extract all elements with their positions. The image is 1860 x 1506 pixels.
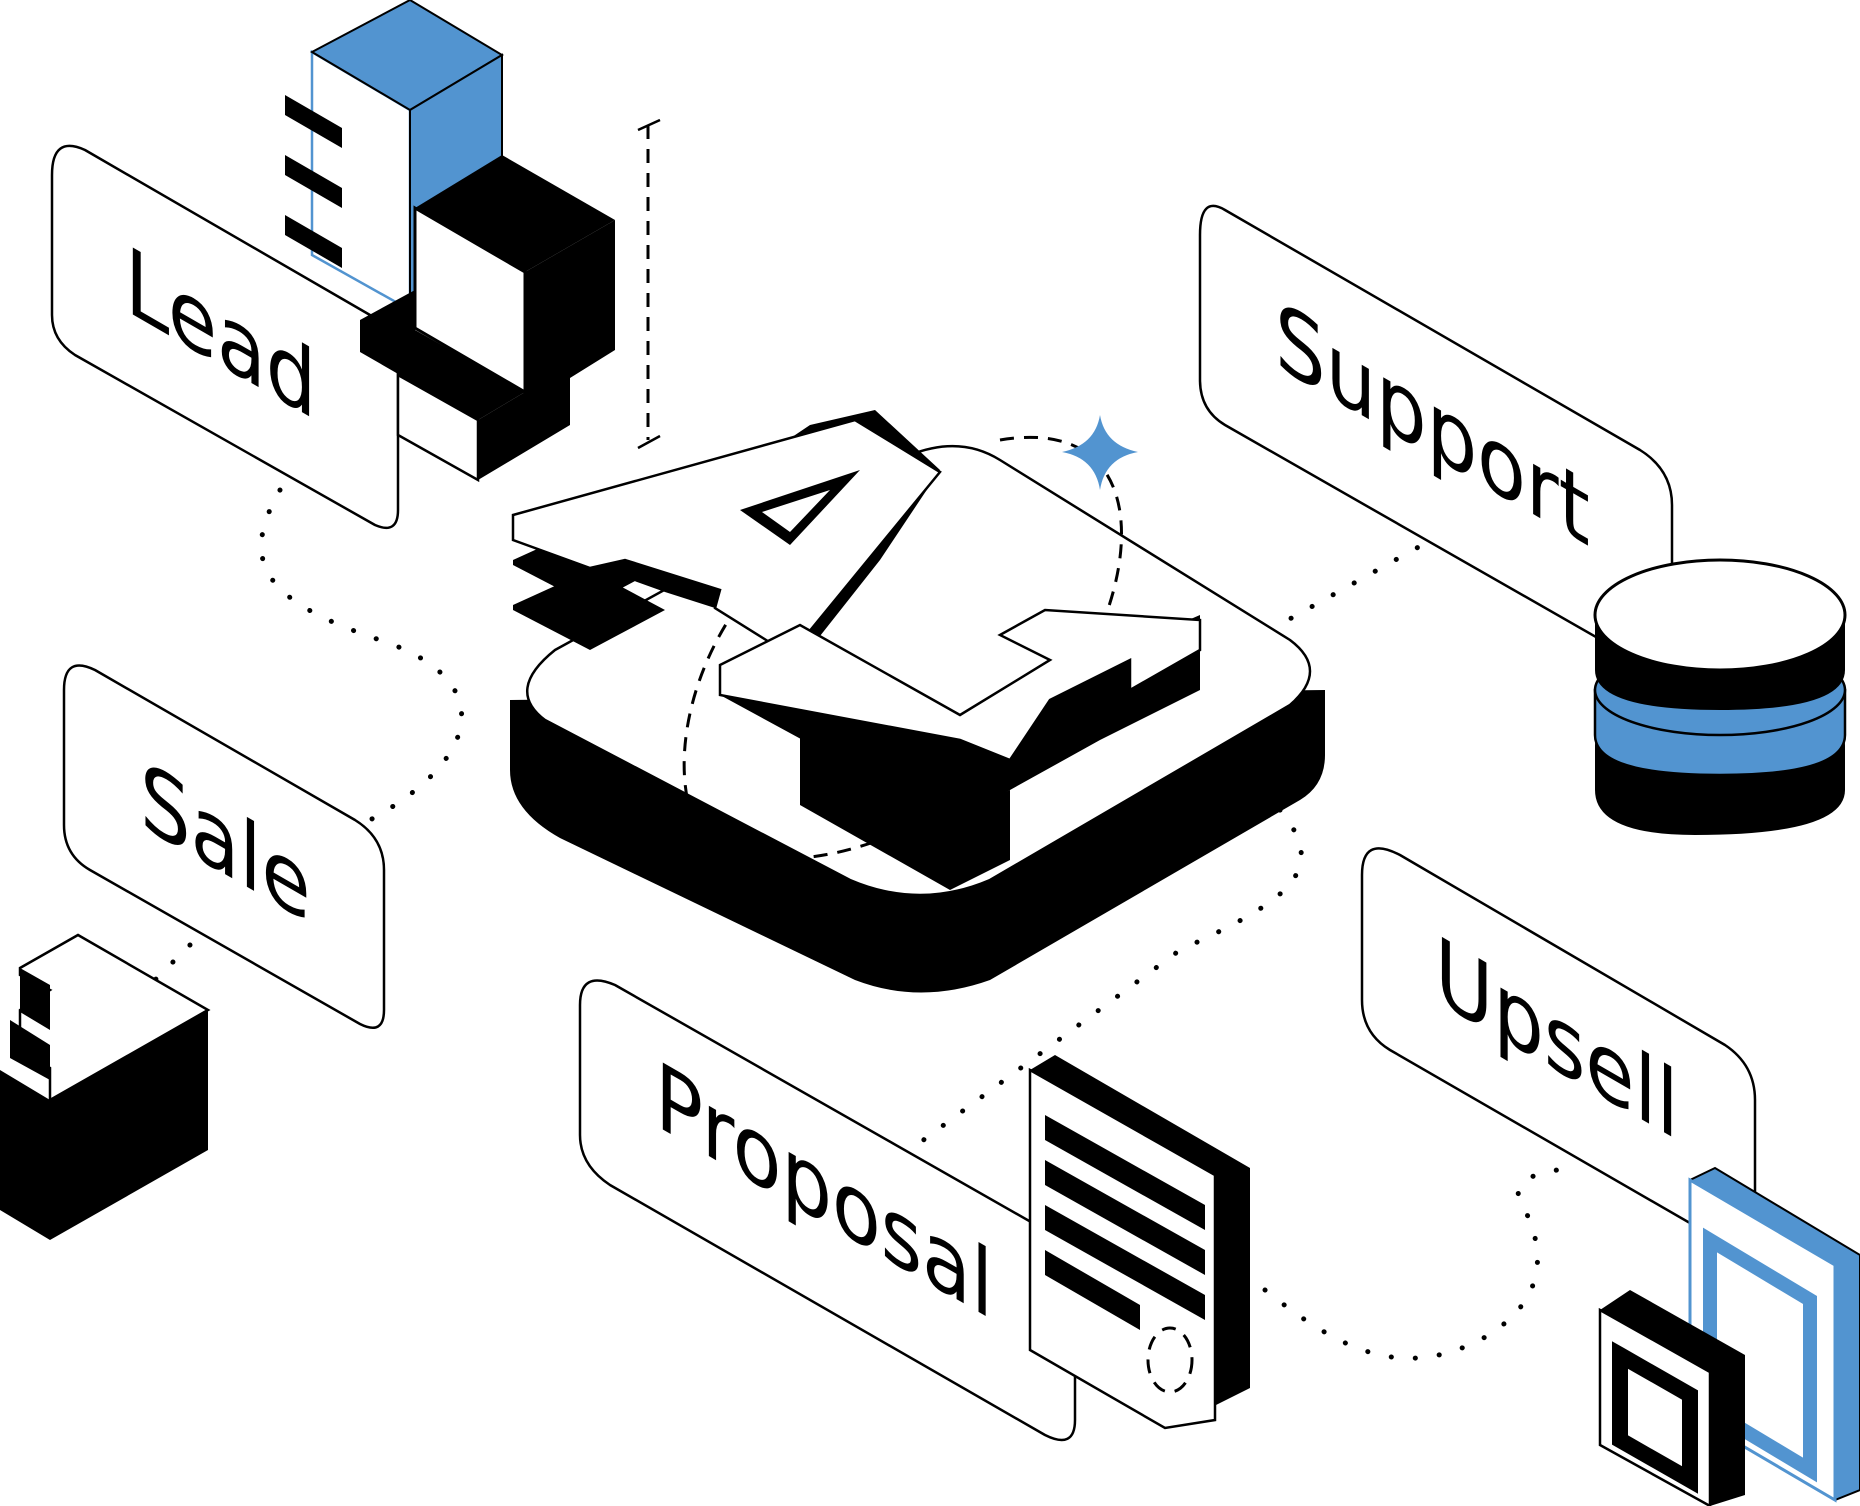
proposal-group: Proposal [578, 979, 1250, 1442]
connector-sale-box [147, 942, 193, 988]
step-block-icon [0, 933, 211, 1240]
sale-group: Sale [0, 664, 386, 1240]
connector-lead-ai [258, 487, 465, 823]
building-icon [285, 0, 615, 483]
sale-panel [62, 664, 386, 1029]
sparkle-icon [1062, 415, 1138, 490]
connector-proposal-upsell [1262, 1167, 1563, 1361]
connector-ai-support [1267, 532, 1443, 633]
ai-platform [510, 410, 1325, 993]
lead-group: Lead [50, 0, 661, 530]
upsell-group: Upsell [1360, 847, 1860, 1506]
square-frame-icon [1598, 1290, 1745, 1506]
letter-i-glyph [718, 608, 1202, 890]
document-icon [1028, 1055, 1250, 1430]
database-icon [1593, 558, 1847, 835]
letter-a-glyph [511, 410, 942, 657]
connectors [147, 487, 1563, 1361]
